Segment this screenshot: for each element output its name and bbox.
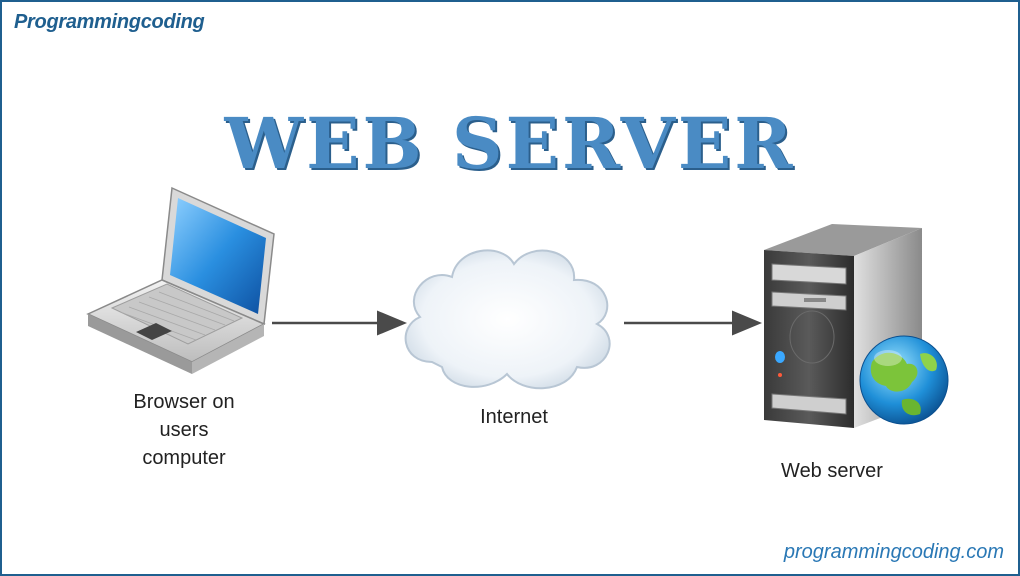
web-server-label: Web server xyxy=(762,457,902,485)
internet-label: Internet xyxy=(464,403,564,431)
cloud-icon xyxy=(406,250,610,388)
globe-icon xyxy=(860,336,948,424)
browser-label-line: computer xyxy=(104,444,264,472)
browser-label: Browser on users computer xyxy=(104,388,264,472)
browser-label-line: Browser on xyxy=(104,388,264,416)
browser-label-line: users xyxy=(104,416,264,444)
footer-url: programmingcoding.com xyxy=(784,541,1004,564)
laptop-icon xyxy=(88,188,274,374)
